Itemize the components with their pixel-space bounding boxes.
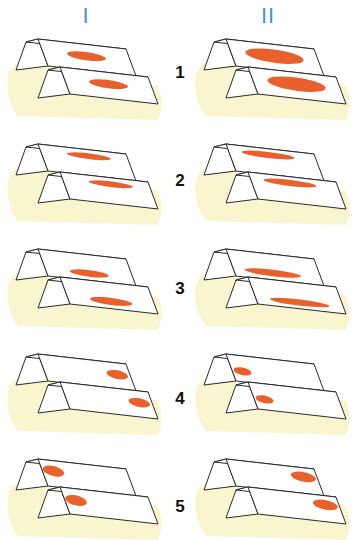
row-number: 3 xyxy=(175,280,184,297)
contact-patch xyxy=(105,369,130,381)
gear-pair xyxy=(195,354,349,435)
gear-pair xyxy=(195,144,349,225)
contact-patch xyxy=(88,78,130,91)
contact-patch xyxy=(232,366,253,376)
contact-patch xyxy=(63,494,88,507)
contact-patch xyxy=(66,151,112,162)
contact-patch xyxy=(262,177,317,189)
contact-patch xyxy=(289,470,317,483)
contact-patch xyxy=(254,394,275,404)
gear-pair xyxy=(7,39,161,120)
contact-patch xyxy=(69,268,110,279)
row-number: 5 xyxy=(175,498,184,515)
contact-patch xyxy=(41,465,66,478)
row-number: 2 xyxy=(175,172,184,189)
contact-patch xyxy=(311,498,339,511)
contact-patch xyxy=(243,46,306,67)
gear-pair xyxy=(7,144,161,225)
gear-pair xyxy=(195,39,349,120)
contact-patch xyxy=(268,296,330,309)
column-header: I xyxy=(82,5,89,27)
contact-patch xyxy=(265,74,328,95)
contact-patch xyxy=(127,397,152,409)
gear-pair xyxy=(195,249,349,330)
contact-patch xyxy=(89,295,134,307)
gear-pair xyxy=(7,249,161,330)
contact-patch xyxy=(88,179,134,190)
gear-pair xyxy=(7,459,161,540)
contact-patch xyxy=(240,149,295,161)
row-number: 1 xyxy=(175,64,184,81)
contact-patch xyxy=(66,50,108,63)
column-header: II xyxy=(261,5,275,27)
row-number: 4 xyxy=(175,390,184,407)
gear-pair xyxy=(7,354,161,435)
gear-pair xyxy=(195,459,349,540)
